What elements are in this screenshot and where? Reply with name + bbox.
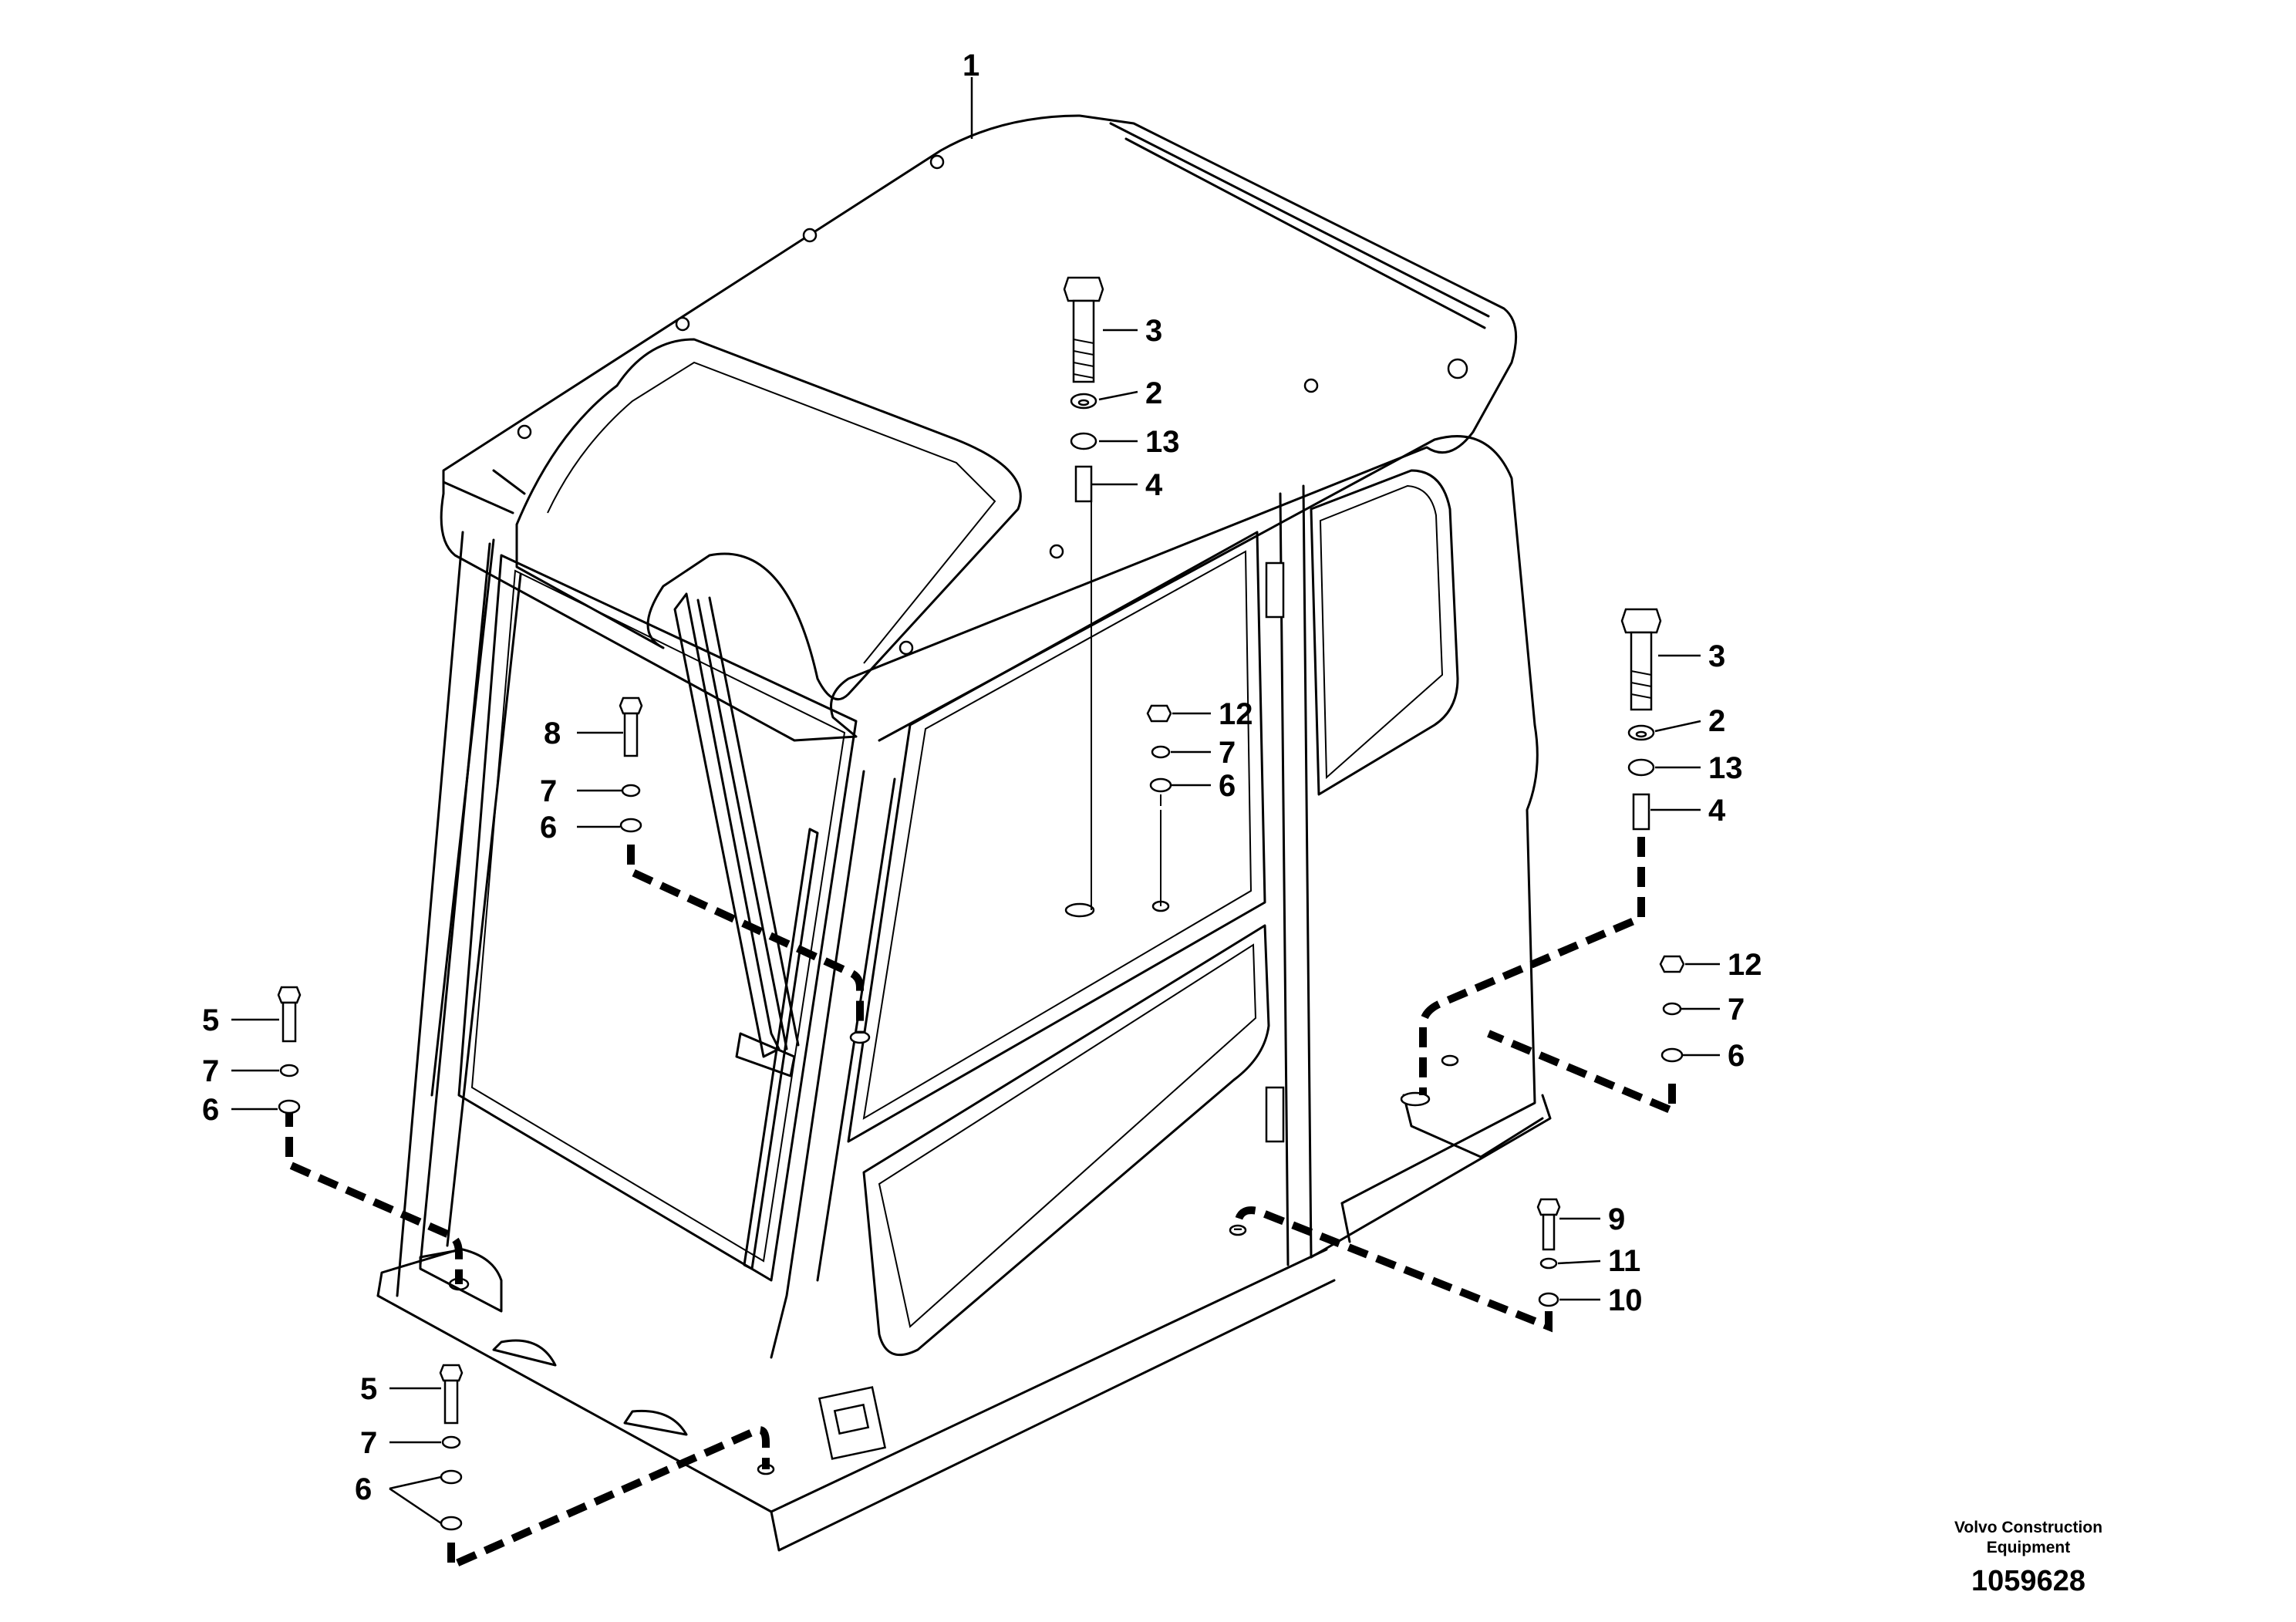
hardware-stack-center: [1146, 704, 1172, 806]
callout-1: 1: [963, 49, 979, 83]
callout-6: 6: [202, 1093, 219, 1127]
callout-2: 2: [1145, 376, 1162, 410]
callout-9: 9: [1608, 1202, 1625, 1236]
hardware-stack-right-lower: [1659, 955, 1685, 1063]
hardware-stack-5-left: [277, 986, 302, 1114]
callout-5: 5: [360, 1372, 377, 1406]
callout-numbers: 1 3 2 13 4 3 2 13 4 12 7 6 12 7 6 8 7 6 …: [202, 49, 1762, 1506]
document-number: 1059628: [1971, 1565, 2085, 1597]
manufacturer-name: Volvo Construction: [1954, 1519, 2102, 1536]
callout-6: 6: [1728, 1039, 1745, 1073]
manufacturer-suffix: Equipment: [1987, 1539, 2071, 1556]
callout-4: 4: [1145, 468, 1163, 502]
hardware-stack-8: [619, 696, 643, 833]
callout-4: 4: [1708, 794, 1726, 828]
callout-7: 7: [1728, 993, 1745, 1027]
callout-10: 10: [1608, 1283, 1643, 1317]
callout-7: 7: [202, 1054, 219, 1088]
callout-7: 7: [540, 774, 557, 808]
mounting-dashed-lines: [285, 478, 1676, 1572]
callout-3: 3: [1708, 639, 1725, 673]
callout-12: 12: [1728, 948, 1762, 982]
callout-13: 13: [1145, 425, 1180, 459]
callout-6: 6: [540, 811, 557, 845]
callout-2: 2: [1708, 704, 1725, 738]
caption-block: Volvo Construction Equipment 1059628: [1954, 1519, 2102, 1597]
callout-7: 7: [360, 1426, 377, 1460]
callout-12: 12: [1219, 697, 1253, 731]
hardware-stack-right: [1620, 608, 1662, 831]
callout-6: 6: [355, 1472, 372, 1506]
hardware-stack-5-lower: [439, 1364, 464, 1531]
hardware-stack-top: [1063, 276, 1104, 503]
hardware-stack-9: [1536, 1198, 1561, 1307]
callout-6: 6: [1219, 769, 1236, 803]
cab-body: [376, 114, 1552, 1552]
callout-11: 11: [1608, 1244, 1640, 1278]
leader-lines: [231, 77, 1720, 1525]
callout-5: 5: [202, 1003, 219, 1037]
callout-8: 8: [544, 717, 561, 750]
callout-3: 3: [1145, 314, 1162, 348]
callout-13: 13: [1708, 751, 1743, 785]
callout-7: 7: [1219, 736, 1236, 770]
